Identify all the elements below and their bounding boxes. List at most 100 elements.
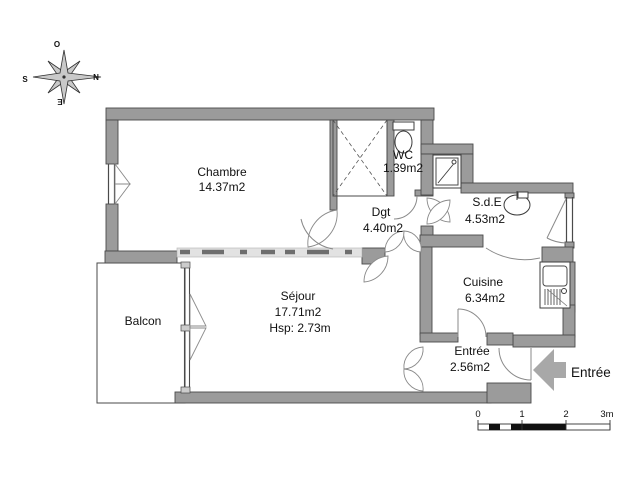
shower-icon	[432, 154, 462, 189]
closet-cross-icon	[332, 119, 388, 197]
wall-segment	[105, 107, 435, 121]
cabinet-line	[546, 288, 568, 307]
door-swing-lens	[403, 230, 422, 253]
cuisine-label: Cuisine	[463, 275, 503, 289]
front-door-arc	[498, 347, 532, 381]
sejour-french-window	[180, 261, 207, 394]
toilet-icon	[392, 121, 415, 154]
compass-east-label: E	[57, 97, 63, 106]
wall-segment	[419, 246, 433, 336]
window-joint	[180, 261, 191, 269]
window-joint	[180, 324, 191, 332]
door-swing-lens	[307, 209, 338, 248]
door-leaf	[546, 198, 567, 239]
dgt-label: Dgt	[372, 205, 391, 219]
toilet-tank	[392, 121, 415, 131]
shower-drain	[451, 159, 457, 165]
chambre-sejour-partition	[176, 247, 363, 258]
compass-rose: O N S E	[22, 40, 102, 106]
casement-triangle	[114, 183, 131, 206]
scale-bar-segment	[522, 424, 566, 430]
sde-area: 4.53m2	[465, 212, 505, 226]
cuisine-door-arc	[485, 247, 541, 261]
wall-segment	[419, 332, 459, 343]
door-arc	[393, 195, 418, 220]
wall-segment	[104, 250, 178, 264]
wall-segment	[174, 391, 492, 404]
chambre-door-arc	[300, 209, 338, 250]
sink-basin	[542, 265, 568, 287]
toilet-bowl	[394, 130, 413, 154]
window-lines	[107, 164, 116, 204]
scale-tick-3: 3m	[600, 409, 613, 420]
sde-label: S.d.E	[472, 195, 501, 209]
wc-door-arc	[393, 195, 418, 220]
wall-segment	[105, 119, 119, 165]
closet	[332, 119, 388, 197]
casement-triangle	[189, 327, 207, 361]
wall-segment	[419, 234, 484, 248]
dgt-area: 4.40m2	[363, 221, 403, 235]
sde-door-arcs	[426, 197, 451, 225]
wall-segment	[512, 334, 576, 348]
door-arc	[498, 347, 532, 381]
chambre-area: 14.37m2	[199, 180, 246, 194]
sejour-entree-opening	[403, 346, 424, 392]
entree-label: Entrée	[454, 344, 490, 358]
scale-tick-2: 2	[563, 409, 568, 420]
entree-cuisine-door-arc	[457, 308, 487, 338]
wall-segment	[460, 153, 474, 184]
chambre-label: Chambre	[197, 165, 247, 179]
wall-segment	[562, 304, 576, 338]
entrance-arrow-label: Entrée	[571, 365, 611, 380]
window-lines	[565, 197, 574, 242]
closet-outline	[332, 119, 388, 197]
sink-faucet	[561, 288, 567, 294]
scale-bar: 0 1 2 3m	[475, 409, 614, 431]
chambre-window	[107, 162, 131, 206]
washbasin-icon	[503, 191, 531, 216]
sink-drainboard	[544, 289, 561, 305]
kitchen-sink-icon	[539, 261, 571, 309]
scale-tick-0: 0	[475, 409, 480, 420]
wall-segment	[564, 192, 575, 199]
door-arc	[457, 308, 487, 338]
compass-north-label: N	[93, 73, 99, 82]
wall-segment	[486, 332, 514, 346]
entrance-arrow: Entrée	[533, 349, 611, 391]
window-joint	[180, 386, 191, 394]
entrance-arrow-icon	[533, 349, 566, 391]
door-arc	[300, 218, 334, 250]
walls	[104, 107, 576, 404]
sejour-area: 17.71m2	[275, 305, 322, 319]
door-arc	[485, 247, 541, 261]
balcon-label: Balcon	[125, 314, 162, 328]
scale-bar-ticks	[477, 420, 611, 430]
wall-segment	[420, 143, 474, 155]
compass-west-label: O	[54, 40, 60, 49]
wc-label: WC	[393, 148, 413, 162]
entree-area: 2.56m2	[450, 360, 490, 374]
sejour-label: Séjour	[281, 289, 316, 303]
scale-bar-segment	[511, 424, 522, 430]
sde-window	[546, 197, 574, 244]
shower-inner	[435, 157, 459, 186]
compass-center	[62, 75, 66, 79]
wall-segment	[486, 382, 532, 404]
wc-area: 1.39m2	[383, 161, 423, 175]
scale-bar-segment	[489, 424, 500, 430]
door-swing-lens	[426, 199, 451, 225]
scale-tick-1: 1	[519, 409, 524, 420]
sink-unit	[539, 261, 571, 309]
sejour-dgt-opening	[363, 230, 422, 283]
compass-south-label: S	[22, 75, 28, 84]
cuisine-area: 6.34m2	[465, 291, 505, 305]
shower-line	[437, 160, 457, 184]
wall-segment	[541, 246, 574, 263]
door-swing-lens	[403, 368, 424, 392]
wall-segment	[105, 203, 119, 252]
basin-tap	[517, 191, 529, 199]
door-arc	[546, 237, 567, 244]
casement-triangle	[189, 293, 207, 327]
